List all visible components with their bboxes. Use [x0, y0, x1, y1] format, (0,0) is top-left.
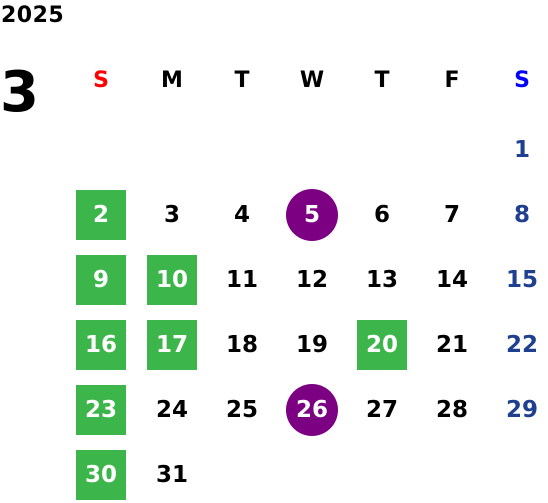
weekday-header-wed: W [299, 68, 325, 93]
day-cell-13[interactable]: 13 [357, 255, 407, 305]
weekday-header-fri: F [444, 68, 460, 93]
day-number: 3 [163, 202, 180, 228]
day-cell-14[interactable]: 14 [427, 255, 477, 305]
day-cell-15[interactable]: 15 [497, 255, 547, 305]
weekday-header-tue: T [234, 68, 250, 93]
day-number: 18 [225, 332, 258, 358]
day-number: 28 [435, 397, 468, 423]
day-number: 12 [295, 267, 328, 293]
day-cell-3[interactable]: 3 [147, 190, 197, 240]
weekday-header-thu: T [374, 68, 390, 93]
weekday-header-mon: M [161, 68, 183, 93]
day-number: 22 [505, 332, 538, 358]
day-number: 19 [295, 332, 328, 358]
day-number: 4 [233, 202, 250, 228]
day-number: 5 [303, 202, 320, 228]
day-number: 25 [225, 397, 258, 423]
day-cell-27[interactable]: 27 [357, 385, 407, 435]
day-number: 20 [365, 332, 398, 358]
day-cell-26[interactable]: 26 [286, 384, 338, 436]
day-number: 13 [365, 267, 398, 293]
day-cell-23[interactable]: 23 [76, 385, 126, 435]
day-number: 11 [225, 267, 258, 293]
year-label: 2025 [1, 3, 65, 28]
day-number: 21 [435, 332, 468, 358]
day-cell-21[interactable]: 21 [427, 320, 477, 370]
day-cell-28[interactable]: 28 [427, 385, 477, 435]
day-cell-29[interactable]: 29 [497, 385, 547, 435]
day-number: 27 [365, 397, 398, 423]
day-cell-5[interactable]: 5 [286, 189, 338, 241]
day-cell-25[interactable]: 25 [217, 385, 267, 435]
day-cell-24[interactable]: 24 [147, 385, 197, 435]
day-number: 17 [155, 332, 188, 358]
day-cell-1[interactable]: 1 [497, 125, 547, 175]
day-number: 24 [155, 397, 188, 423]
day-cell-6[interactable]: 6 [357, 190, 407, 240]
weekday-header-sun: S [93, 68, 109, 93]
day-cell-20[interactable]: 20 [357, 320, 407, 370]
day-number: 26 [295, 397, 328, 423]
day-number: 15 [505, 267, 538, 293]
weekday-header-sat: S [514, 68, 530, 93]
day-cell-4[interactable]: 4 [217, 190, 267, 240]
day-number: 10 [155, 267, 188, 293]
day-number: 9 [92, 267, 109, 293]
day-number: 6 [373, 202, 390, 228]
day-number: 7 [443, 202, 460, 228]
day-cell-16[interactable]: 16 [76, 320, 126, 370]
day-number: 30 [84, 462, 117, 488]
day-cell-17[interactable]: 17 [147, 320, 197, 370]
day-number: 1 [513, 137, 530, 163]
day-cell-30[interactable]: 30 [76, 450, 126, 500]
day-cell-10[interactable]: 10 [147, 255, 197, 305]
day-number: 8 [513, 202, 530, 228]
day-cell-19[interactable]: 19 [287, 320, 337, 370]
event-marker-circle [286, 189, 338, 241]
day-cell-7[interactable]: 7 [427, 190, 477, 240]
day-cell-22[interactable]: 22 [497, 320, 547, 370]
day-cell-18[interactable]: 18 [217, 320, 267, 370]
day-cell-9[interactable]: 9 [76, 255, 126, 305]
day-cell-2[interactable]: 2 [76, 190, 126, 240]
day-number: 29 [505, 397, 538, 423]
day-number: 16 [84, 332, 117, 358]
day-number: 2 [92, 202, 109, 228]
day-number: 23 [84, 397, 117, 423]
month-label: 3 [0, 60, 39, 125]
day-cell-12[interactable]: 12 [287, 255, 337, 305]
day-cell-11[interactable]: 11 [217, 255, 267, 305]
event-marker-circle [286, 384, 338, 436]
day-cell-8[interactable]: 8 [497, 190, 547, 240]
day-number: 14 [435, 267, 468, 293]
day-cell-31[interactable]: 31 [147, 450, 197, 500]
day-number: 31 [155, 462, 188, 488]
